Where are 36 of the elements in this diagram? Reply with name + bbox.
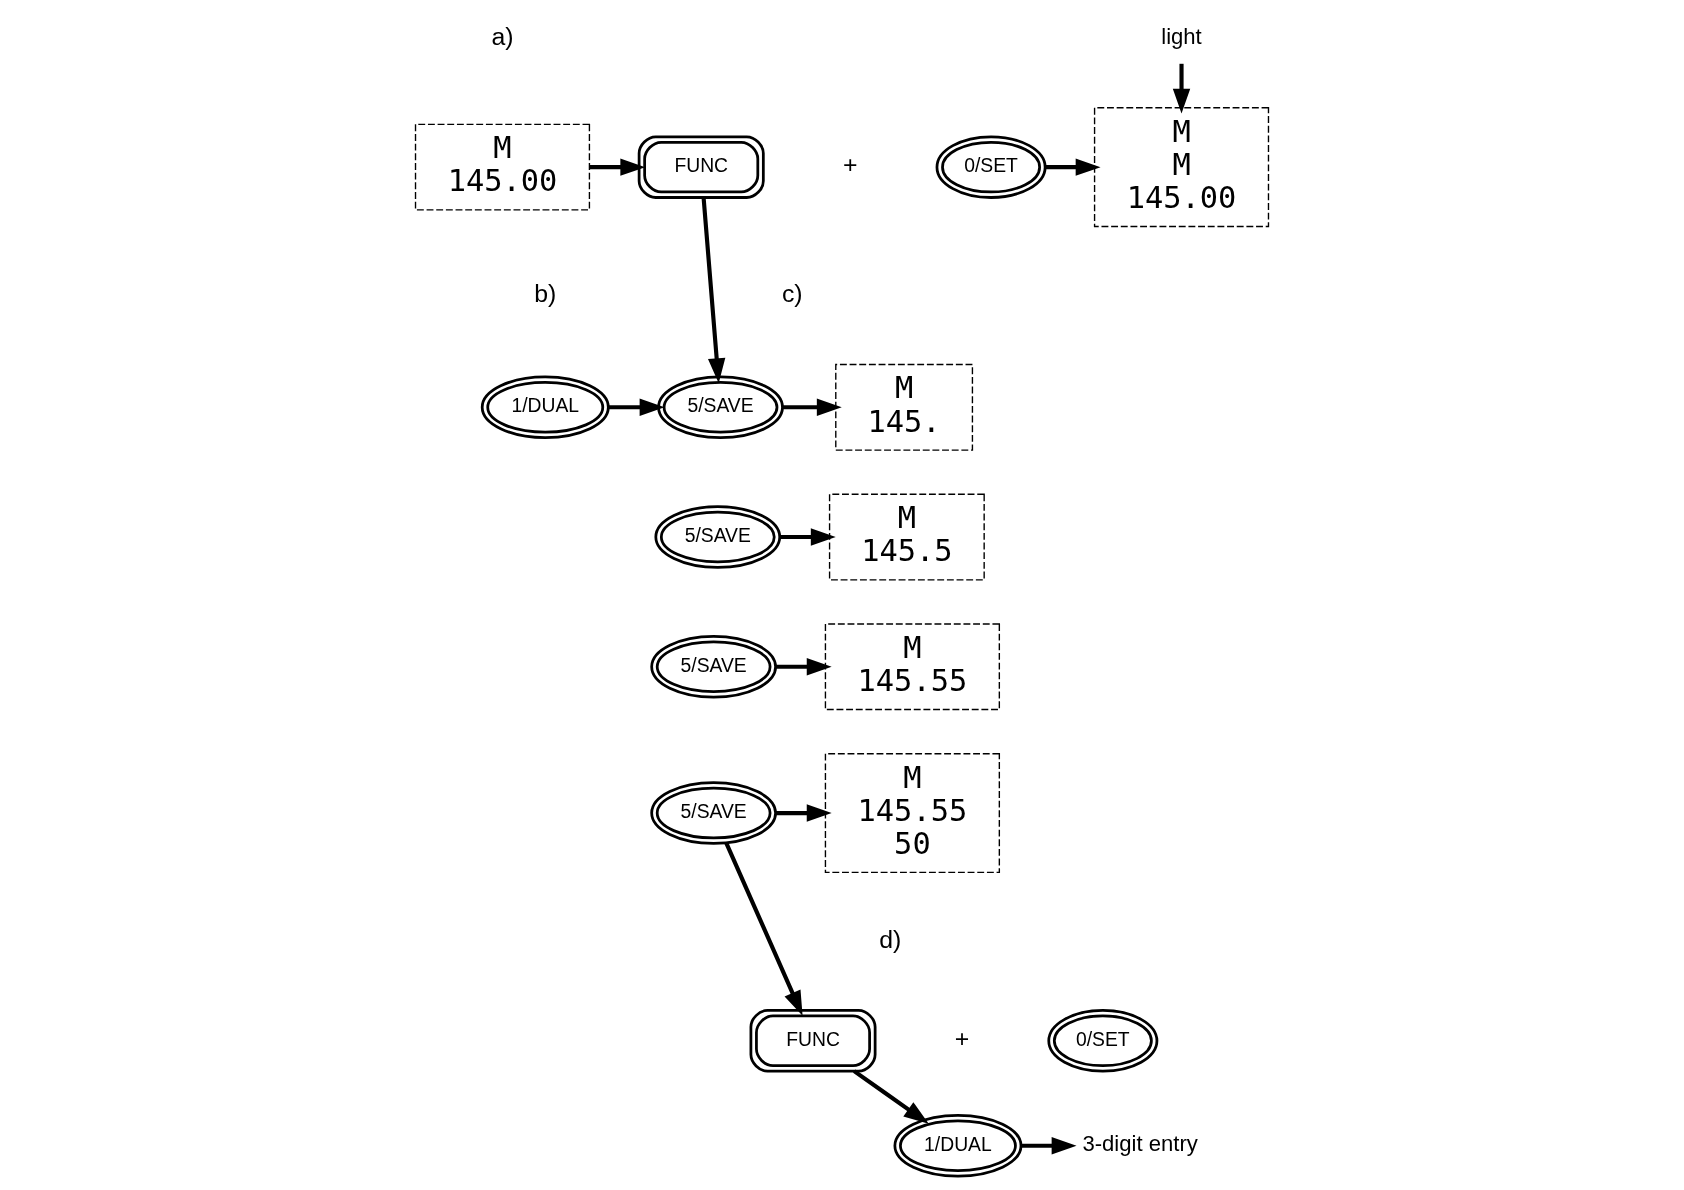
node-ellipse: 5/SAVE: [657, 375, 784, 440]
label: +: [954, 1024, 970, 1052]
label: d): [879, 925, 902, 953]
arrow: [1045, 158, 1101, 176]
node-ellipse: 5/SAVE: [650, 781, 777, 845]
label: b): [534, 279, 557, 307]
arrow: [1020, 1137, 1077, 1155]
node-box: M 145.55: [824, 623, 1001, 711]
node-ellipse: 0/SET: [1047, 1009, 1159, 1073]
node-text: light: [1161, 24, 1202, 50]
node-box: M 145.00: [414, 123, 591, 211]
node-box: M 145.: [835, 363, 974, 451]
arrow: [782, 398, 842, 416]
arrow: [775, 658, 832, 676]
node-ellipse: 5/SAVE: [650, 635, 777, 699]
node-ellipse: 1/DUAL: [893, 1113, 1023, 1178]
label: +: [843, 151, 858, 179]
arrow: [1172, 63, 1191, 114]
node-box: M 145.55 50: [824, 753, 1001, 874]
node-ellipse: 0/SET: [935, 135, 1047, 199]
node-box: FUNC: [749, 1009, 877, 1073]
arrow: [608, 398, 665, 416]
node-box: FUNC: [637, 135, 765, 199]
label: c): [781, 279, 803, 307]
arrow: [852, 1069, 929, 1124]
arrow: [779, 528, 836, 546]
node-box: M M 145.00: [1093, 107, 1270, 228]
arrow: [701, 197, 726, 384]
node-box: M 145.5: [828, 493, 985, 581]
arrow: [775, 804, 832, 822]
arrow: [724, 842, 803, 1016]
node-ellipse: 5/SAVE: [654, 505, 782, 569]
node-ellipse: 1/DUAL: [480, 375, 610, 440]
label: a): [491, 22, 514, 50]
arrow: [589, 158, 646, 176]
node-text: 3-digit entry: [1082, 1130, 1198, 1156]
